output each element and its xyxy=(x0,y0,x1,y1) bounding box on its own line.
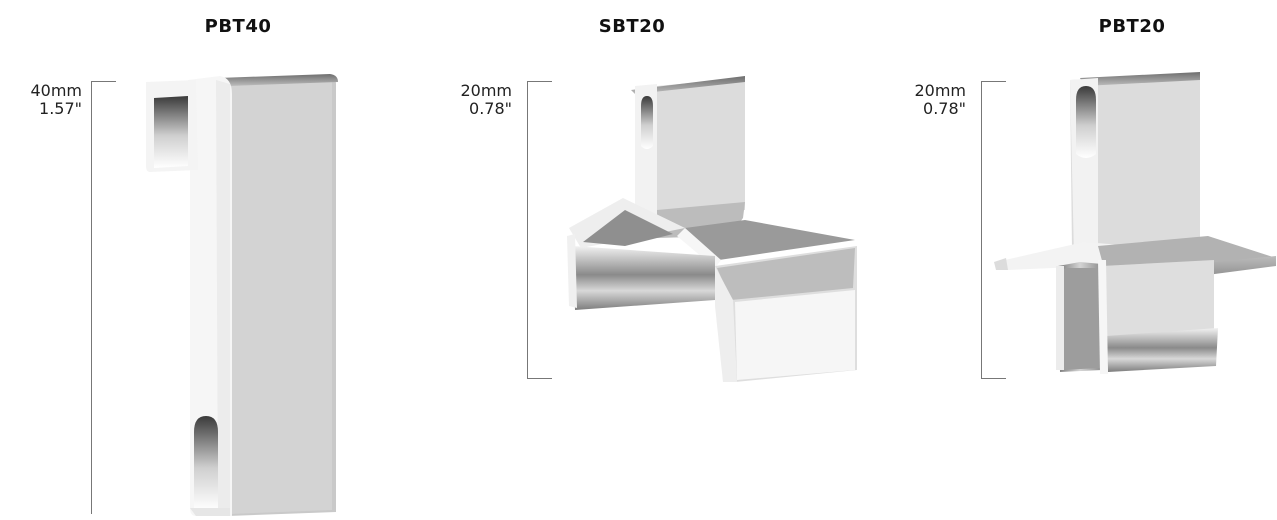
sbt20-clip-illustration xyxy=(567,76,857,382)
dimension-mm: 20mm xyxy=(914,81,966,100)
dimension-mm: 40mm xyxy=(30,81,82,100)
pbt20-clip-illustration xyxy=(994,72,1276,374)
pbt40-hanger-illustration xyxy=(146,74,338,516)
product-sbt20: SBT20 20mm 0.78" xyxy=(420,0,860,515)
product-title: PBT20 xyxy=(1098,16,1166,37)
dimension-inch: 0.78" xyxy=(469,99,512,118)
dimension-label: 40mm 1.57" xyxy=(12,82,82,118)
product-title: PBT40 xyxy=(204,16,272,37)
dimension-bracket xyxy=(91,81,116,514)
dimension-label: 20mm 0.78" xyxy=(896,82,966,118)
dimension-inch: 0.78" xyxy=(923,99,966,118)
dimension-inch: 1.57" xyxy=(39,99,82,118)
dimension-mm: 20mm xyxy=(460,81,512,100)
dimension-bracket xyxy=(527,81,552,379)
dimension-label: 20mm 0.78" xyxy=(442,82,512,118)
product-pbt40: PBT40 40mm 1.57" xyxy=(0,0,420,516)
dimension-bracket xyxy=(981,81,1006,379)
product-pbt20: PBT20 20mm 0.78" xyxy=(860,0,1277,515)
product-title: SBT20 xyxy=(598,16,666,37)
